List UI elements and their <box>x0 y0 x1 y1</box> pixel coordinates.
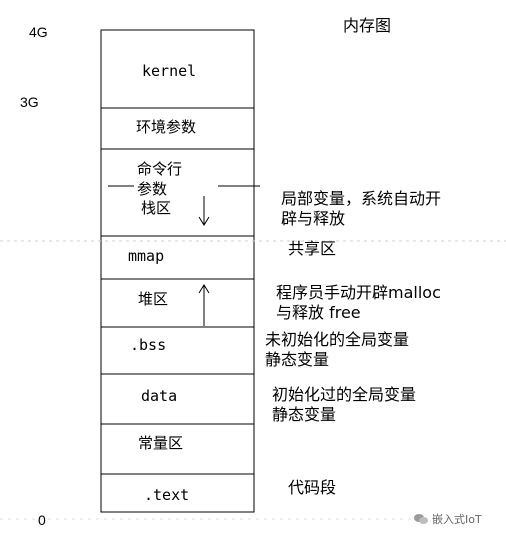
annotation-data-2: 静态变量 <box>272 405 337 424</box>
annotation-text: 代码段 <box>288 478 337 497</box>
annotation-heap-2: 与释放 free <box>276 303 361 322</box>
address-4g: 4G <box>29 24 48 40</box>
segment-data: data <box>141 387 178 405</box>
diagram-title: 内存图 <box>343 16 392 35</box>
segment-cmdline: 命令行 <box>137 160 183 178</box>
watermark-text: 嵌入式IoT <box>432 513 482 526</box>
address-0: 0 <box>38 512 46 528</box>
annotation-data-1: 初始化过的全局变量 <box>272 385 417 404</box>
segment-text: .text <box>144 486 190 504</box>
wechat-icon <box>414 513 428 525</box>
annotation-bss-2: 静态变量 <box>265 350 330 369</box>
annotation-stack-1: 局部变量，系统自动开 <box>281 189 442 208</box>
watermark: 嵌入式IoT <box>414 511 482 527</box>
segment-args: 参数 <box>137 180 168 198</box>
segment-const: 常量区 <box>138 434 184 452</box>
segment-kernel: kernel <box>142 62 197 80</box>
memory-column-border <box>100 29 255 513</box>
stack-arrow-down <box>198 196 210 226</box>
segment-heap: 堆区 <box>138 290 169 308</box>
annotation-heap-1: 程序员手动开辟malloc <box>276 283 441 302</box>
annotation-stack-2: 辟与释放 <box>281 209 346 228</box>
segment-mmap: mmap <box>128 247 165 265</box>
address-3g: 3G <box>20 94 39 110</box>
heap-arrow-up <box>198 284 210 326</box>
segment-bss: .bss <box>130 336 167 354</box>
segment-stack: 栈区 <box>141 199 172 217</box>
annotation-bss-1: 未初始化的全局变量 <box>265 330 410 349</box>
annotation-mmap: 共享区 <box>288 239 337 258</box>
segment-env-args: 环境参数 <box>136 118 197 136</box>
